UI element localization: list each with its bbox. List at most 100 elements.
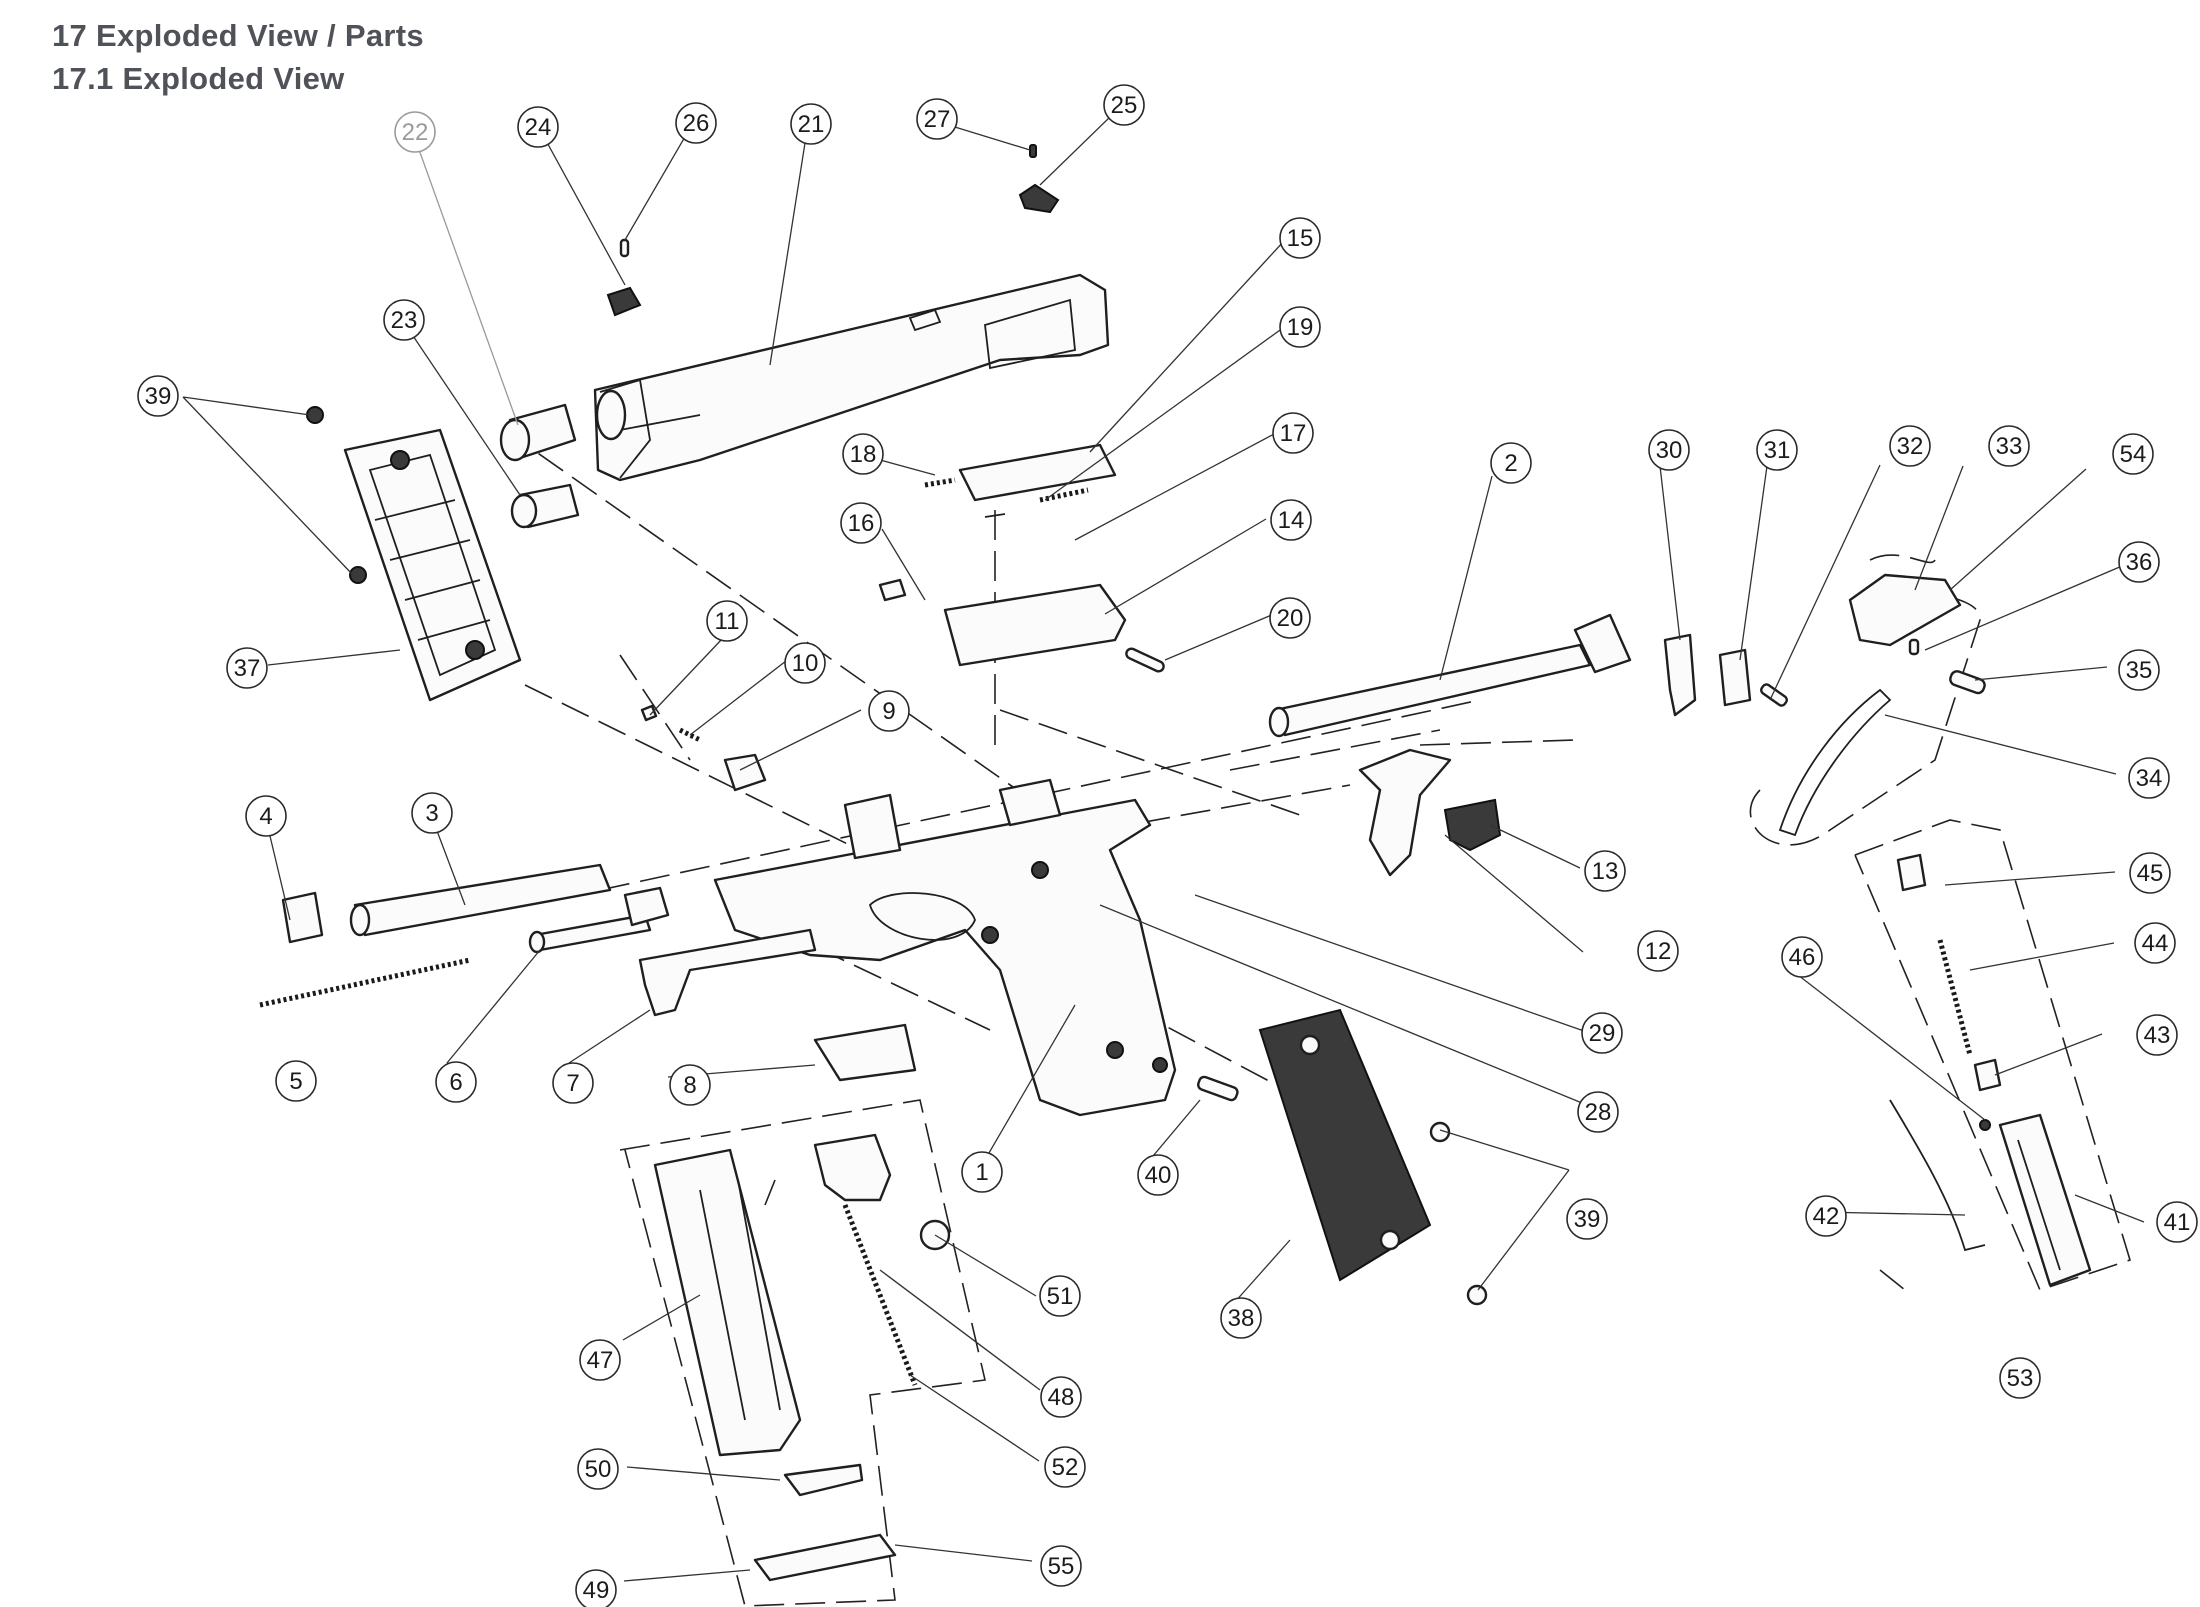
callout-28: 28 [1577, 1091, 1619, 1133]
callout-34: 34 [2128, 757, 2170, 799]
callout-bubble [1137, 1154, 1179, 1196]
callout-number: 29 [1589, 1020, 1616, 1047]
callout-number: 24 [525, 114, 552, 141]
callout-bubble [1999, 1357, 2041, 1399]
callout-17: 17 [1272, 412, 1314, 454]
callout-51: 51 [1039, 1275, 1081, 1317]
callout-number: 49 [583, 1577, 610, 1604]
callout-46: 46 [1781, 936, 1823, 978]
callout-number: 1 [975, 1159, 988, 1186]
callout-number: 23 [391, 307, 418, 334]
callout-number: 34 [2136, 765, 2163, 792]
callout-number: 3 [425, 800, 438, 827]
callout-number: 37 [234, 655, 261, 682]
callout-number: 26 [683, 110, 710, 137]
callout-number: 32 [1897, 433, 1924, 460]
callout-bubble [1279, 306, 1321, 348]
callout-9: 9 [868, 690, 910, 732]
callout-bubble [1889, 425, 1931, 467]
callout-bubble [394, 111, 436, 153]
callout-35: 35 [2118, 649, 2160, 691]
callout-6: 6 [435, 1061, 477, 1103]
callout-number: 44 [2142, 930, 2169, 957]
callout-number: 38 [1228, 1305, 1255, 1332]
callout-43: 43 [2136, 1014, 2178, 1056]
callout-number: 22 [402, 119, 429, 146]
callout-bubble [275, 1060, 317, 1102]
callout-21: 21 [790, 103, 832, 145]
callout-4: 4 [245, 795, 287, 837]
callout-bubble [2156, 1201, 2198, 1243]
callout-55: 55 [1040, 1545, 1082, 1587]
callout-20: 20 [1269, 597, 1311, 639]
rear-sight-part-24 [606, 238, 642, 317]
callout-bubble [1988, 425, 2030, 467]
callout-44: 44 [2134, 922, 2176, 964]
callout-number: 50 [585, 1456, 612, 1483]
callout-bubble [2128, 757, 2170, 799]
grip-panel-left-part-37 [306, 406, 522, 702]
callout-50: 50 [577, 1448, 619, 1490]
sear-disconnector-parts-30-36 [1663, 573, 1986, 837]
callout-number: 20 [1277, 605, 1304, 632]
magazine-catch-parts-9-11 [640, 704, 767, 792]
callout-number: 47 [587, 1347, 614, 1374]
callout-number: 14 [1278, 507, 1305, 534]
plunger-part-40 [1197, 1075, 1239, 1102]
callout-bubble [916, 98, 958, 140]
callout-52: 52 [1044, 1446, 1086, 1488]
callout-22: 22 [394, 111, 436, 153]
recoil-spring-guide-parts-3-6 [259, 863, 670, 1008]
frame-part-1 [713, 778, 1177, 1117]
callout-bubble [137, 375, 179, 417]
callout-bubble [552, 1062, 594, 1104]
callout-24: 24 [517, 106, 559, 148]
mainspring-housing-parts-41-46 [1889, 853, 2092, 1287]
callout-bubble [383, 299, 425, 341]
callout-30: 30 [1648, 429, 1690, 471]
callout-25: 25 [1103, 84, 1145, 126]
callout-31: 31 [1756, 429, 1798, 471]
callout-number: 53 [2007, 1365, 2034, 1392]
callout-number: 35 [2126, 657, 2153, 684]
callout-47: 47 [579, 1339, 621, 1381]
callout-bubble [1269, 597, 1311, 639]
callout-number: 33 [1996, 433, 2023, 460]
callout-number: 27 [924, 106, 951, 133]
callout-bubble [1103, 84, 1145, 126]
callout-bubble [2134, 922, 2176, 964]
callout-bubble [1272, 412, 1314, 454]
grip-panel-right-part-38 [1258, 1008, 1488, 1306]
callout-19: 19 [1279, 306, 1321, 348]
callout-49: 49 [575, 1569, 617, 1607]
callout-bubble [1040, 1545, 1082, 1587]
callout-bubble [961, 1151, 1003, 1193]
callout-number: 6 [449, 1069, 462, 1096]
trigger-part-7 [638, 928, 817, 1017]
callout-number: 19 [1287, 314, 1314, 341]
callout-number: 31 [1764, 437, 1791, 464]
callout-40: 40 [1137, 1154, 1179, 1196]
callout-number: 30 [1656, 437, 1683, 464]
callout-bubble [1648, 429, 1690, 471]
callout-53: 53 [1999, 1357, 2041, 1399]
callout-number: 52 [1052, 1454, 1079, 1481]
subsection-title: 17.1 Exploded View [52, 61, 345, 96]
callout-5: 5 [275, 1060, 317, 1102]
callout-39: 39 [1566, 1198, 1608, 1240]
callout-bubble [579, 1339, 621, 1381]
callout-number: 15 [1287, 225, 1314, 252]
callout-number: 36 [2126, 549, 2153, 576]
callout-38: 38 [1220, 1297, 1262, 1339]
callout-13: 13 [1584, 850, 1626, 892]
callout-number: 40 [1145, 1162, 1172, 1189]
callout-54: 54 [2112, 433, 2154, 475]
barrel-bushing-part-22 [499, 403, 577, 462]
callout-45: 45 [2129, 852, 2171, 894]
callout-bubble [669, 1064, 711, 1106]
magazine-parts-47-52 [653, 1133, 951, 1582]
callout-number: 42 [1813, 1203, 1840, 1230]
bushing-part-23 [510, 483, 580, 529]
callout-bubble [575, 1569, 617, 1607]
callout-number: 4 [259, 803, 272, 830]
